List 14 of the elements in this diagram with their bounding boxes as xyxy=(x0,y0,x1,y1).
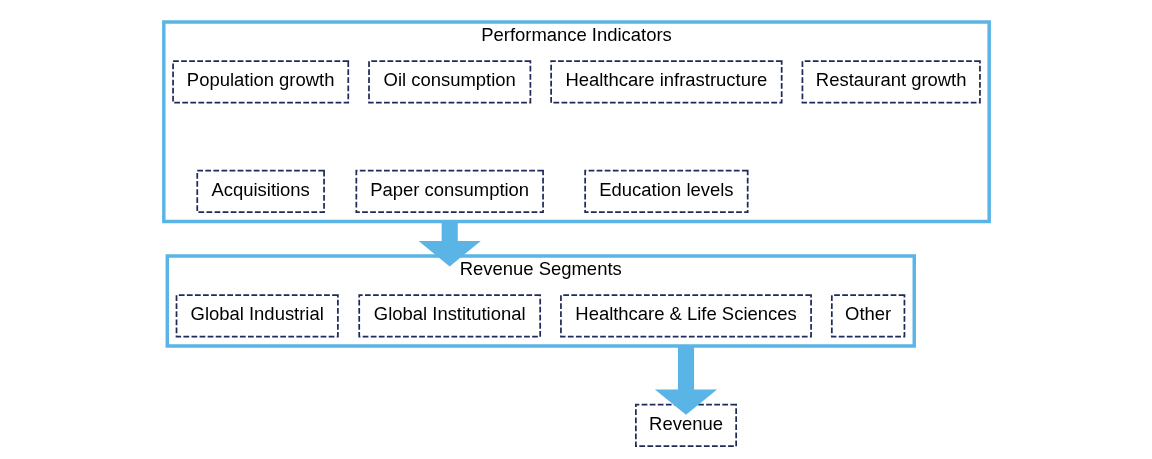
arrow xyxy=(418,221,481,267)
node-box: Healthcare & Life Sciences xyxy=(559,294,812,338)
node-box: Other xyxy=(830,294,905,338)
node-box: Restaurant growth xyxy=(801,60,981,104)
node-box: Education levels xyxy=(583,169,749,214)
node-box: Population growth xyxy=(171,60,349,104)
node-box: Healthcare infrastructure xyxy=(549,60,783,104)
node-box: Oil consumption xyxy=(367,60,531,104)
node-box: Global Institutional xyxy=(357,294,541,338)
arrow xyxy=(654,345,717,415)
node-box: Global Industrial xyxy=(175,294,339,338)
node-box: Revenue xyxy=(634,403,737,448)
node-box: Acquisitions xyxy=(195,169,325,214)
node-box: Paper consumption xyxy=(354,169,544,214)
